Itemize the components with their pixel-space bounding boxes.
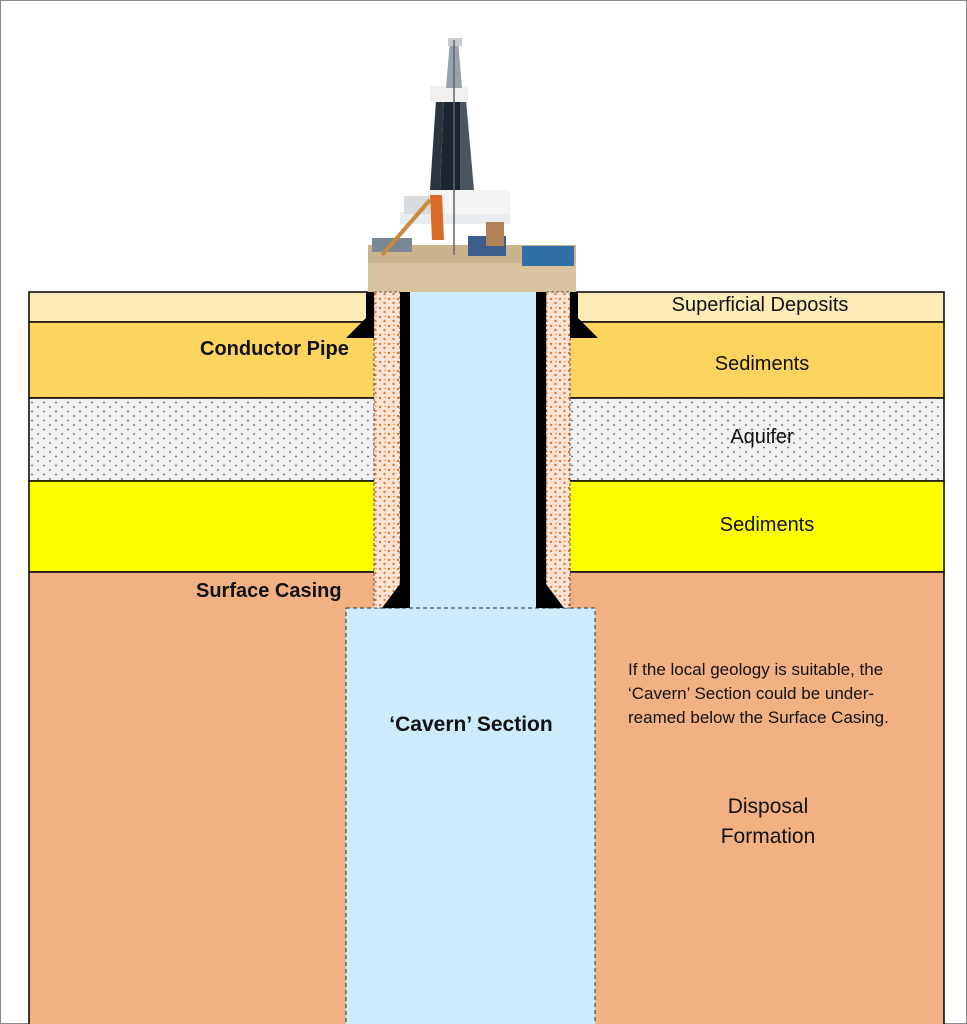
casing-steel xyxy=(346,292,598,608)
surface-casing-shoe-left xyxy=(382,584,410,608)
superficial-deposits-label: Superficial Deposits xyxy=(671,294,849,316)
surface-casing-left xyxy=(400,292,410,608)
cement-annulus-right xyxy=(545,291,571,609)
disposal-formation-label-line-1: Disposal xyxy=(727,795,809,818)
aquifer-label: Aquifer xyxy=(730,426,794,448)
drilling-rig-icon xyxy=(368,38,576,292)
surface-casing-shoe-right xyxy=(536,584,564,608)
disposal-formation-label-line-2: Formation xyxy=(720,825,816,848)
conductor-pipe-right xyxy=(570,292,578,338)
conductor-pipe-label: Conductor Pipe xyxy=(200,338,349,360)
cement-annulus-left xyxy=(373,291,401,609)
note-line-1: If the local geology is suitable, the xyxy=(628,660,884,679)
conductor-pipe-left xyxy=(366,292,374,338)
conductor-shoe-left xyxy=(346,318,374,338)
wellbore-upper xyxy=(410,292,536,608)
sediments-upper-label: Sediments xyxy=(714,353,810,375)
note-line-2: ‘Cavern’ Section could be under- xyxy=(628,684,875,703)
cavern-section-bore xyxy=(345,607,596,1024)
sediments-lower-label: Sediments xyxy=(719,514,815,536)
surface-casing-label: Surface Casing xyxy=(196,580,342,602)
surface-casing-right xyxy=(536,292,546,608)
cavern-section-label: ‘Cavern’ Section xyxy=(389,713,553,736)
conductor-shoe-right xyxy=(570,318,598,338)
note-line-3: reamed below the Surface Casing. xyxy=(628,708,889,727)
